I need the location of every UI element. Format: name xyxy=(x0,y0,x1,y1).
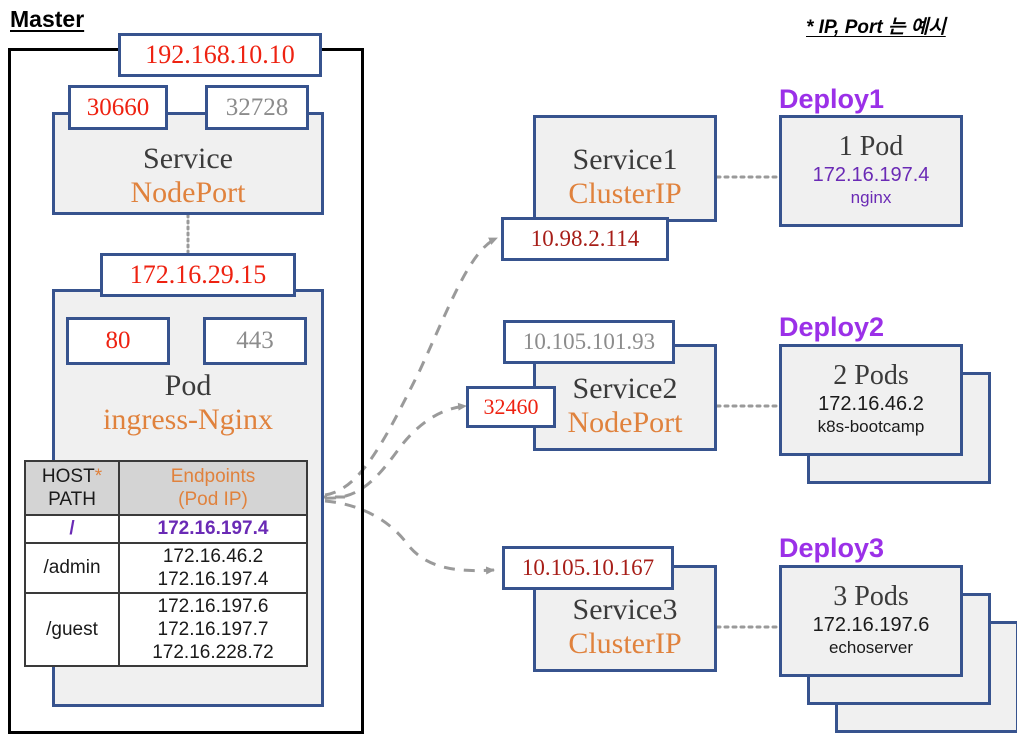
endpoints-row-ip: 172.16.197.7 xyxy=(157,619,269,641)
endpoints-header-endpoints-sub: (Pod IP) xyxy=(178,489,248,511)
master-node-ip: 192.168.10.10 xyxy=(145,40,295,69)
deploy2-pod-count: 2 Pods xyxy=(833,360,909,391)
pod-ingress-type: ingress-Nginx xyxy=(103,402,273,436)
service2-cluster-ip-box: 10.105.101.93 xyxy=(503,320,675,364)
deploy2-image: k8s-bootcamp xyxy=(817,417,925,437)
deploy3-pod-card: 3 Pods 172.16.197.6 echoserver xyxy=(779,565,963,677)
deploy1-image: nginx xyxy=(850,188,892,208)
service1-type: ClusterIP xyxy=(568,176,682,210)
service1-cluster-ip-box: 10.98.2.114 xyxy=(501,217,669,261)
endpoints-row-path-text: /admin xyxy=(43,557,101,579)
pod-port-80: 80 xyxy=(105,327,131,354)
endpoints-row-ip: 172.16.228.72 xyxy=(152,642,274,664)
endpoints-row-path-text: / xyxy=(69,518,75,540)
deploy3-pod-count: 3 Pods xyxy=(833,581,909,612)
pod-port-80-box: 80 xyxy=(66,317,170,365)
pod-ip-box: 172.16.29.15 xyxy=(100,253,296,297)
service-nodeport-title: Service xyxy=(143,142,233,175)
service2-cluster-ip: 10.105.101.93 xyxy=(522,329,656,354)
deploy1-pod-ip: 172.16.197.4 xyxy=(812,164,930,187)
service-nodeport-type: NodePort xyxy=(130,175,246,209)
service3-cluster-ip-box: 10.105.10.167 xyxy=(502,546,674,590)
deploy1-pod-count: 1 Pod xyxy=(838,131,904,162)
endpoints-row-ips: 172.16.197.6 172.16.197.7 172.16.228.72 xyxy=(118,591,308,668)
endpoints-header-asterisk: * xyxy=(94,466,103,487)
service2-nodeport: 32460 xyxy=(483,394,539,419)
endpoints-header-endpoints: Endpoints (Pod IP) xyxy=(118,459,308,517)
pod-port-443-box: 443 xyxy=(203,317,307,365)
table-row: /guest 172.16.197.6 172.16.197.7 172.16.… xyxy=(24,591,308,668)
endpoints-row-ip: 172.16.197.4 xyxy=(157,568,269,590)
endpoints-row-ips: 172.16.197.4 xyxy=(118,514,308,544)
endpoints-header-host-text: HOST xyxy=(41,466,95,487)
service2-nodeport-box: 32460 xyxy=(466,386,556,428)
nodeport-32728-box: 32728 xyxy=(205,85,309,130)
nodeport-32728: 32728 xyxy=(225,93,289,121)
deploy3-image: echoserver xyxy=(828,638,914,658)
endpoints-row-ips: 172.16.46.2 172.16.197.4 xyxy=(118,541,308,594)
service3-cluster-ip: 10.105.10.167 xyxy=(521,555,655,580)
deploy2-title: Deploy2 xyxy=(779,312,885,342)
endpoints-row-ip: 172.16.46.2 xyxy=(162,545,264,567)
table-row: / 172.16.197.4 xyxy=(24,514,308,544)
service3-title: Service3 xyxy=(572,593,678,626)
table-row: /admin 172.16.46.2 172.16.197.4 xyxy=(24,541,308,594)
endpoints-row-path: /guest xyxy=(24,591,120,668)
service2-type: NodePort xyxy=(567,405,683,439)
service1-box: Service1 ClusterIP xyxy=(533,115,717,222)
deploy3-title: Deploy3 xyxy=(779,533,885,563)
master-label: Master xyxy=(10,6,85,32)
service3-type: ClusterIP xyxy=(568,626,682,660)
pod-ip: 172.16.29.15 xyxy=(129,260,267,289)
service1-title: Service1 xyxy=(572,143,678,176)
service2-title: Service2 xyxy=(572,372,678,405)
deploy2-pod-card: 2 Pods 172.16.46.2 k8s-bootcamp xyxy=(779,344,963,456)
service1-cluster-ip: 10.98.2.114 xyxy=(530,226,640,251)
master-node-ip-box: 192.168.10.10 xyxy=(118,33,322,77)
endpoints-table-header-row: HOST* PATH Endpoints (Pod IP) xyxy=(24,459,308,517)
endpoints-header-path-text: PATH xyxy=(48,489,96,511)
endpoints-row-path: /admin xyxy=(24,541,120,594)
pod-ingress-title: Pod xyxy=(164,369,212,402)
note-ip-port-example: * IP, Port 는 예시 xyxy=(806,17,946,38)
endpoints-header-endpoints-text: Endpoints xyxy=(170,466,256,487)
deploy3-pod-ip: 172.16.197.6 xyxy=(812,614,930,637)
endpoints-header-host: HOST* PATH xyxy=(24,459,120,517)
endpoints-table: HOST* PATH Endpoints (Pod IP) / 172.16.1… xyxy=(24,459,308,668)
endpoints-row-path: / xyxy=(24,514,120,544)
endpoints-row-ip: 172.16.197.6 xyxy=(157,595,269,617)
nodeport-30660: 30660 xyxy=(86,93,150,121)
deploy1-title: Deploy1 xyxy=(779,84,885,114)
deploy1-pod-card: 1 Pod 172.16.197.4 nginx xyxy=(779,115,963,227)
pod-port-443: 443 xyxy=(236,327,274,354)
deploy2-pod-ip: 172.16.46.2 xyxy=(818,393,924,416)
endpoints-row-ip: 172.16.197.4 xyxy=(157,518,269,540)
nodeport-30660-box: 30660 xyxy=(68,85,168,130)
endpoints-row-path-text: /guest xyxy=(46,619,98,641)
